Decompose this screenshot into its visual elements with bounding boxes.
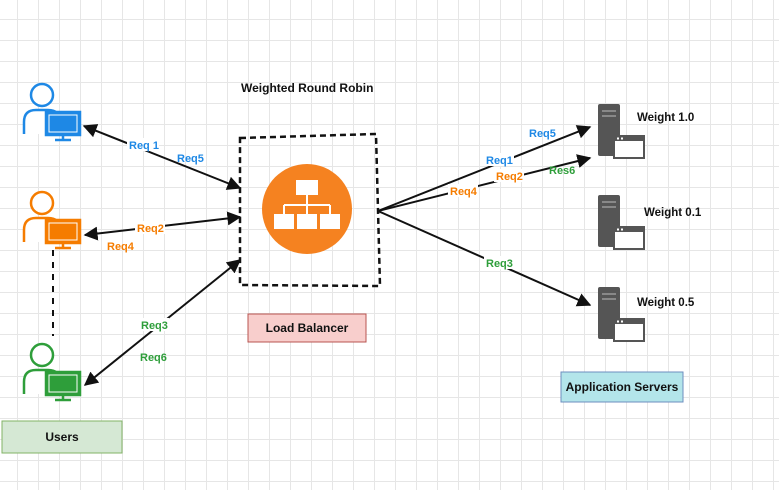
load-balancer-icon <box>262 164 352 254</box>
users-box: Users <box>1 420 123 454</box>
edge-label-server1-req4: Req4 <box>450 186 478 198</box>
users-box-label: Users <box>45 430 79 444</box>
app-servers-box: Application Servers <box>560 371 684 403</box>
edge-user1-lb <box>82 124 242 190</box>
edge-label-user2-req2: Req2 <box>137 223 164 235</box>
edge-label-server1-res6: Res6 <box>549 165 575 177</box>
user-workstation-icon <box>22 82 82 142</box>
edge-label-user3-req3: Req3 <box>141 320 168 332</box>
edge-label-server3-req3: Req3 <box>486 258 513 270</box>
edge-label-user1-req5: Req5 <box>177 153 204 165</box>
load-balancer-box-label: Load Balancer <box>266 321 349 335</box>
edge-lb-server1-b <box>377 154 592 212</box>
load-balancer-container <box>238 132 382 288</box>
app-servers-box-label: Application Servers <box>566 380 679 394</box>
edge-label-user1-req1: Req 1 <box>129 140 159 152</box>
edge-label-server1-req5: Req5 <box>529 128 556 140</box>
edge-label-server1-req1: Req1 <box>486 155 513 167</box>
server-icon <box>597 286 645 342</box>
load-balancer-box: Load Balancer <box>247 313 367 343</box>
user-workstation-icon <box>22 190 82 250</box>
user-workstation-icon <box>22 342 82 402</box>
server1-weight-label: Weight 1.0 <box>637 112 694 124</box>
edge-lb-server1-a <box>377 125 592 212</box>
server-icon <box>597 194 645 250</box>
diagram-title: Weighted Round Robin <box>241 81 373 95</box>
edge-labels: Req 1 Req5 Req2 Req4 Req3 Req6 Req5 Req1… <box>107 128 575 364</box>
server3-weight-label: Weight 0.5 <box>637 297 695 309</box>
edge-label-server1-req2: Req2 <box>496 171 523 183</box>
edge-label-user3-req6: Req6 <box>140 352 167 364</box>
server2-weight-label: Weight 0.1 <box>644 207 702 219</box>
edge-label-user2-req4: Req4 <box>107 241 135 253</box>
